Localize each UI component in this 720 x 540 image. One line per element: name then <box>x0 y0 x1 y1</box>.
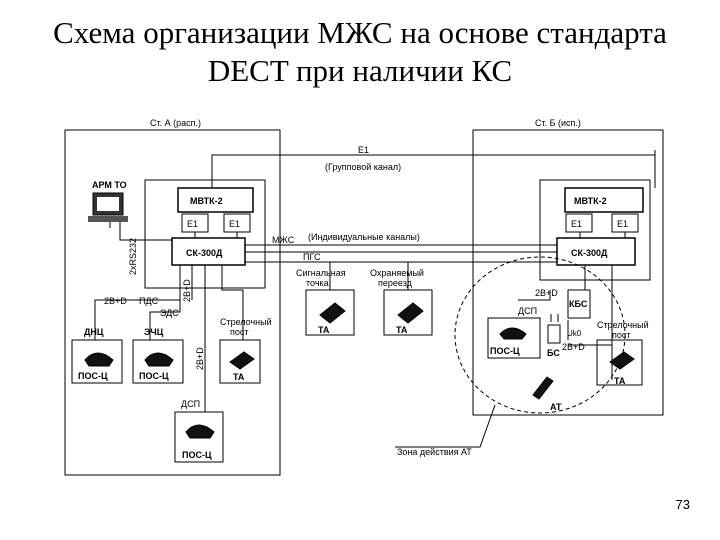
signal-point-label-1: Сигнальная <box>296 268 346 278</box>
b2d-label-right-2: 2B+D <box>562 342 585 352</box>
ta-label-switch-b: ТА <box>614 376 626 386</box>
station-b-label: Ст. Б (исп.) <box>535 118 581 128</box>
link-dnc <box>94 265 181 340</box>
e1-left-b-label: E1 <box>229 219 240 229</box>
e1-left-a-label: E1 <box>187 219 198 229</box>
e1-right-a-label: E1 <box>571 219 582 229</box>
guarded-crossing-label-1: Охраняемый <box>370 268 424 278</box>
dnc-console-box <box>71 339 123 384</box>
mvtk-right-label: МВТК-2 <box>574 196 607 206</box>
dsp-b-label: ДСП <box>518 306 537 316</box>
switch-post-a-label-1: Стрелочный <box>220 317 272 327</box>
signal-point-box <box>305 289 355 336</box>
station-b-equipment-room <box>539 179 651 281</box>
pds-label: ПДС <box>139 296 159 306</box>
at-zone-circle <box>454 256 626 414</box>
phone-icon <box>229 351 255 370</box>
ta-label-signal: ТА <box>318 325 330 335</box>
switch-post-a-box <box>219 339 261 384</box>
handheld-terminal-icon <box>532 376 554 400</box>
phone-icon <box>609 351 635 370</box>
individual-channels-label: (Индивидуальные каналы) <box>308 232 420 242</box>
dsp-a-label: ДСП <box>181 399 200 409</box>
arm-link <box>119 222 172 241</box>
b2d-label-vertical-2: 2B+D <box>195 347 205 370</box>
e1-right-a-box <box>565 213 593 233</box>
group-channel-label: (Групповой канал) <box>325 162 401 172</box>
b2d-label-right-1: 2B+D <box>535 288 558 298</box>
kbs-label: КБС <box>569 299 588 309</box>
station-a-label: Ст. А (расп.) <box>150 118 201 128</box>
dsp-a-console-box <box>174 411 224 463</box>
switch-post-b-box <box>596 339 643 386</box>
pos-c-dsp-b-label: ПОС-Ц <box>490 346 520 356</box>
signal-point-label-2: точка <box>306 278 329 288</box>
desk-phone-icon <box>144 352 174 367</box>
pos-c-ech-label: ПОС-Ц <box>139 371 169 381</box>
mzhs-label: МЖС <box>272 235 295 245</box>
b2d-label-left: 2B+D <box>104 296 127 306</box>
link-ech <box>149 300 181 340</box>
pos-c-dnc-label: ПОС-Ц <box>78 371 108 381</box>
e1-group-line <box>211 150 656 188</box>
switch-post-b-label-2: пост <box>612 330 631 340</box>
mvtk-left-label: МВТК-2 <box>190 196 223 206</box>
eds-label: ЭДС <box>160 308 179 318</box>
phone-icon <box>397 302 424 324</box>
e1-top-label: E1 <box>358 145 369 155</box>
dsp-b-console-box <box>487 317 541 359</box>
ta-label-switch-a: ТА <box>233 372 245 382</box>
desk-phone-icon <box>499 327 527 340</box>
computer-icon <box>88 192 128 222</box>
pos-c-dsp-a-label: ПОС-Ц <box>182 450 212 460</box>
e1-right-b-label: E1 <box>617 219 628 229</box>
station-a-frame <box>64 129 281 476</box>
at-zone-label: Зона действия АТ <box>397 447 472 457</box>
sk-left-label: СК-300Д <box>186 248 223 258</box>
at-label: АТ <box>550 402 562 412</box>
kbs-box <box>567 289 591 319</box>
desk-phone-icon <box>185 424 215 439</box>
mvtk-right-box <box>564 187 644 213</box>
link-switch-post-a <box>221 265 244 340</box>
slide-title: Схема организации МЖС на основе стандарт… <box>0 14 720 90</box>
crossing-box <box>383 289 433 336</box>
rs232-label: 2хRS232 <box>128 238 138 275</box>
title-line-2: DECT при наличии КС <box>207 53 513 88</box>
ech-label: ЭЧЦ <box>144 327 164 337</box>
title-line-1: Схема организации МЖС на основе стандарт… <box>53 15 667 50</box>
arm-to-label: АРМ ТО <box>92 180 127 190</box>
desk-phone-icon <box>84 352 114 367</box>
uko-label: Uk0 <box>567 329 582 338</box>
station-b-frame <box>472 129 664 416</box>
page-number: 73 <box>675 497 690 512</box>
pgs-label: ПГС <box>303 252 321 262</box>
b2d-label-vertical-1: 2B+D <box>182 279 192 302</box>
switch-post-a-label-2: пост <box>230 327 249 337</box>
mvtk-left-box <box>177 187 254 213</box>
ta-label-crossing: ТА <box>396 325 408 335</box>
bs-box <box>547 324 561 344</box>
phone-icon <box>319 302 346 324</box>
guarded-crossing-label-2: переезд <box>378 278 413 288</box>
switch-post-b-label-1: Стрелочный <box>597 320 649 330</box>
at-zone-pointer <box>395 404 496 448</box>
bs-label: БС <box>547 348 560 358</box>
sk-right-label: СК-300Д <box>571 248 608 258</box>
ech-console-box <box>132 339 184 384</box>
dnc-label: ДНЦ <box>84 327 104 337</box>
